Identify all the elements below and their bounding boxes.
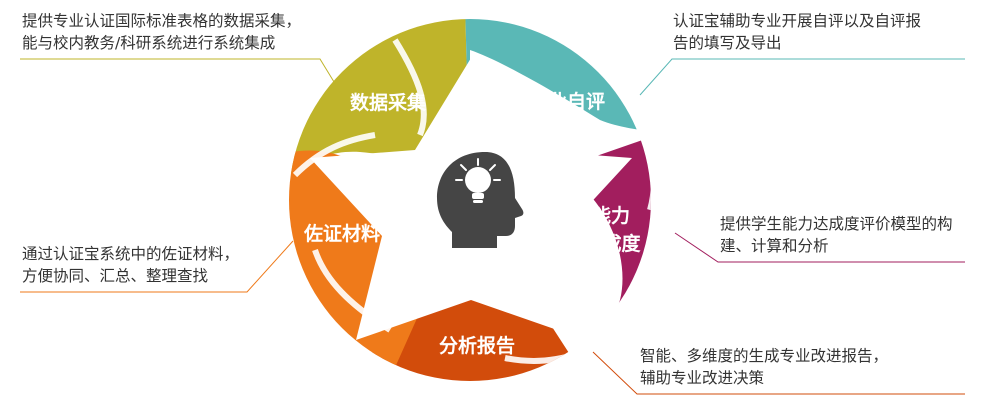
desc-self-eval-line1: 认证宝辅助专业开展自评以及自评报 [673,12,922,30]
segment-label-evidence: 佐证材料 [303,222,380,245]
callout-line-data-collection [20,58,343,96]
callout-line-ability [674,232,965,263]
desc-ability: 提供学生能力达成度评价模型的构 建、计算和分析 [720,213,953,257]
desc-evidence: 通过认证宝系统中的佐证材料， 方便协同、汇总、整理查找 [22,243,239,287]
callout-line-self-eval [639,58,965,96]
callout-line-report [592,351,965,395]
segment-label-self-eval: 专业自评 [529,90,605,113]
segment-label-ability-line1: 能力 [592,204,630,227]
head-lightbulb-icon [437,152,524,248]
desc-ability-line2: 建、计算和分析 [720,237,829,255]
segment-label-ability-line2: 达成度 [583,232,641,255]
desc-self-eval-line2: 告的填写及导出 [673,34,782,52]
desc-ability-line1: 提供学生能力达成度评价模型的构 [720,215,953,233]
desc-evidence-line1: 通过认证宝系统中的佐证材料， [22,245,240,263]
callout-line-evidence [20,240,294,293]
desc-evidence-line2: 方便协同、汇总、整理查找 [22,267,209,285]
desc-data-collection-line2: 能与校内教务/科研系统进行系统集成 [22,34,276,52]
desc-report-line2: 辅助专业改进决策 [640,369,765,387]
segment-label-report: 分析报告 [439,334,515,357]
desc-self-eval: 认证宝辅助专业开展自评以及自评报 告的填写及导出 [673,10,921,54]
segment-label-data-collection: 数据采集 [350,91,427,114]
desc-data-collection: 提供专业认证国际标准表格的数据采集， 能与校内教务/科研系统进行系统集成 [22,10,301,54]
desc-report-line1: 智能、多维度的生成专业改进报告， [640,347,889,365]
desc-report: 智能、多维度的生成专业改进报告， 辅助专业改进决策 [640,345,888,389]
desc-data-collection-line1: 提供专业认证国际标准表格的数据采集， [22,12,302,30]
